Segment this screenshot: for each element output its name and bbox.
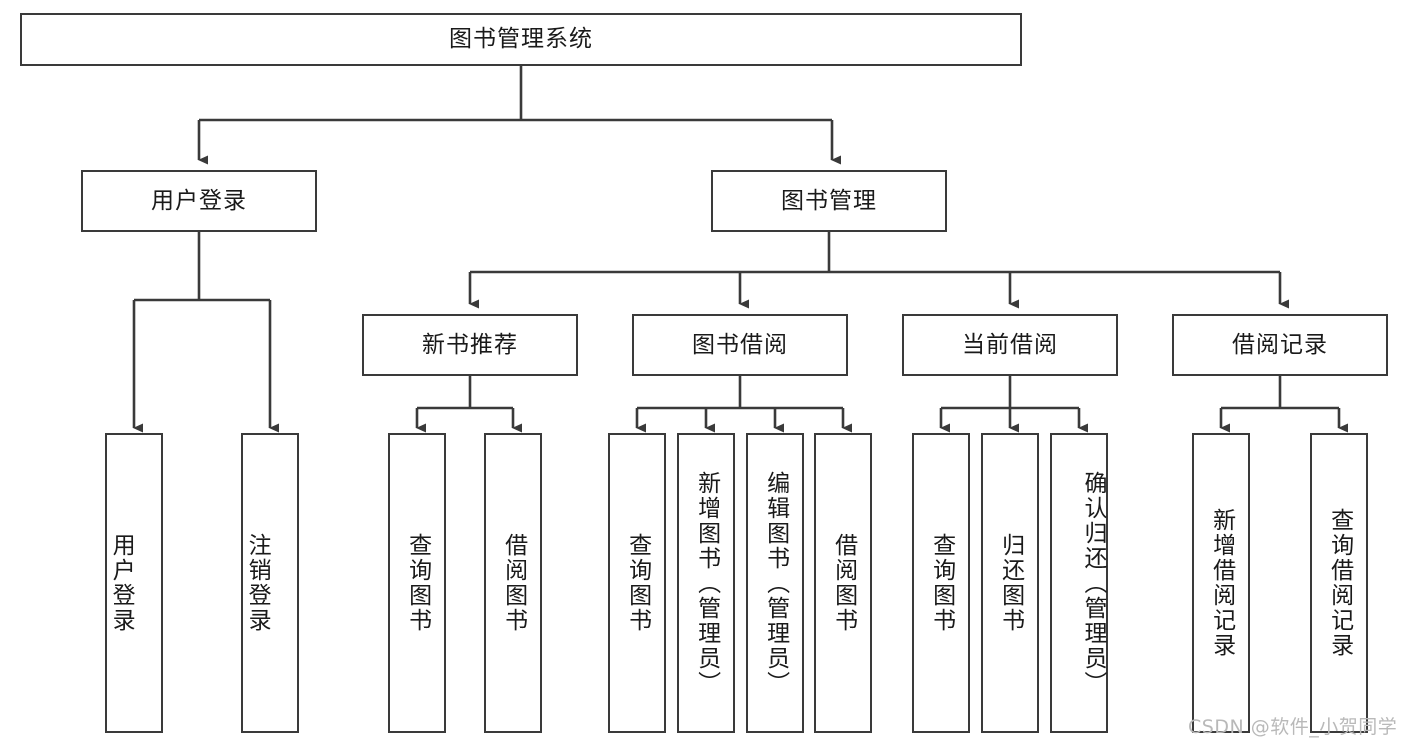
node-root[interactable]: 图书管理系统 xyxy=(20,13,1022,66)
watermark: CSDN @软件_小贺同学 xyxy=(1188,716,1398,738)
leaf-label: 新增图书（管理员） xyxy=(693,470,720,696)
leaf-borrow-book: 借阅图书 xyxy=(814,433,872,733)
leaf-user-login: 用户登录 xyxy=(105,433,163,733)
leaf-add-book-admin: 新增图书（管理员） xyxy=(677,433,735,733)
leaf-label: 注销登录 xyxy=(244,533,271,633)
leaf-label: 用户登录 xyxy=(108,533,135,633)
leaf-logout: 注销登录 xyxy=(241,433,299,733)
leaf-label: 借阅图书 xyxy=(830,533,857,633)
leaf-query-book-current: 查询图书 xyxy=(912,433,970,733)
node-new-book-recommend[interactable]: 新书推荐 xyxy=(362,314,578,376)
node-book-management[interactable]: 图书管理 xyxy=(711,170,947,232)
leaf-label: 编辑图书（管理员） xyxy=(762,470,789,696)
leaf-confirm-return-admin: 确认归还（管理员） xyxy=(1050,433,1108,733)
leaf-edit-book-admin: 编辑图书（管理员） xyxy=(746,433,804,733)
leaf-borrow-book-recommend: 借阅图书 xyxy=(484,433,542,733)
leaf-query-borrow-record: 查询借阅记录 xyxy=(1310,433,1368,733)
leaf-label: 确认归还（管理员） xyxy=(1080,470,1106,696)
leaf-label: 归还图书 xyxy=(997,533,1024,633)
leaf-label: 借阅图书 xyxy=(500,533,527,633)
leaf-label: 查询图书 xyxy=(624,533,651,633)
leaf-return-book: 归还图书 xyxy=(981,433,1039,733)
node-user-login[interactable]: 用户登录 xyxy=(81,170,317,232)
node-current-borrow[interactable]: 当前借阅 xyxy=(902,314,1118,376)
leaf-query-book-recommend: 查询图书 xyxy=(388,433,446,733)
leaf-label: 查询图书 xyxy=(404,533,431,633)
leaf-label: 查询图书 xyxy=(928,533,955,633)
leaf-label: 新增借阅记录 xyxy=(1208,508,1235,658)
leaf-query-book-borrow: 查询图书 xyxy=(608,433,666,733)
leaf-label: 查询借阅记录 xyxy=(1326,508,1353,658)
leaf-add-borrow-record: 新增借阅记录 xyxy=(1192,433,1250,733)
node-borrow-record[interactable]: 借阅记录 xyxy=(1172,314,1388,376)
node-book-borrow[interactable]: 图书借阅 xyxy=(632,314,848,376)
